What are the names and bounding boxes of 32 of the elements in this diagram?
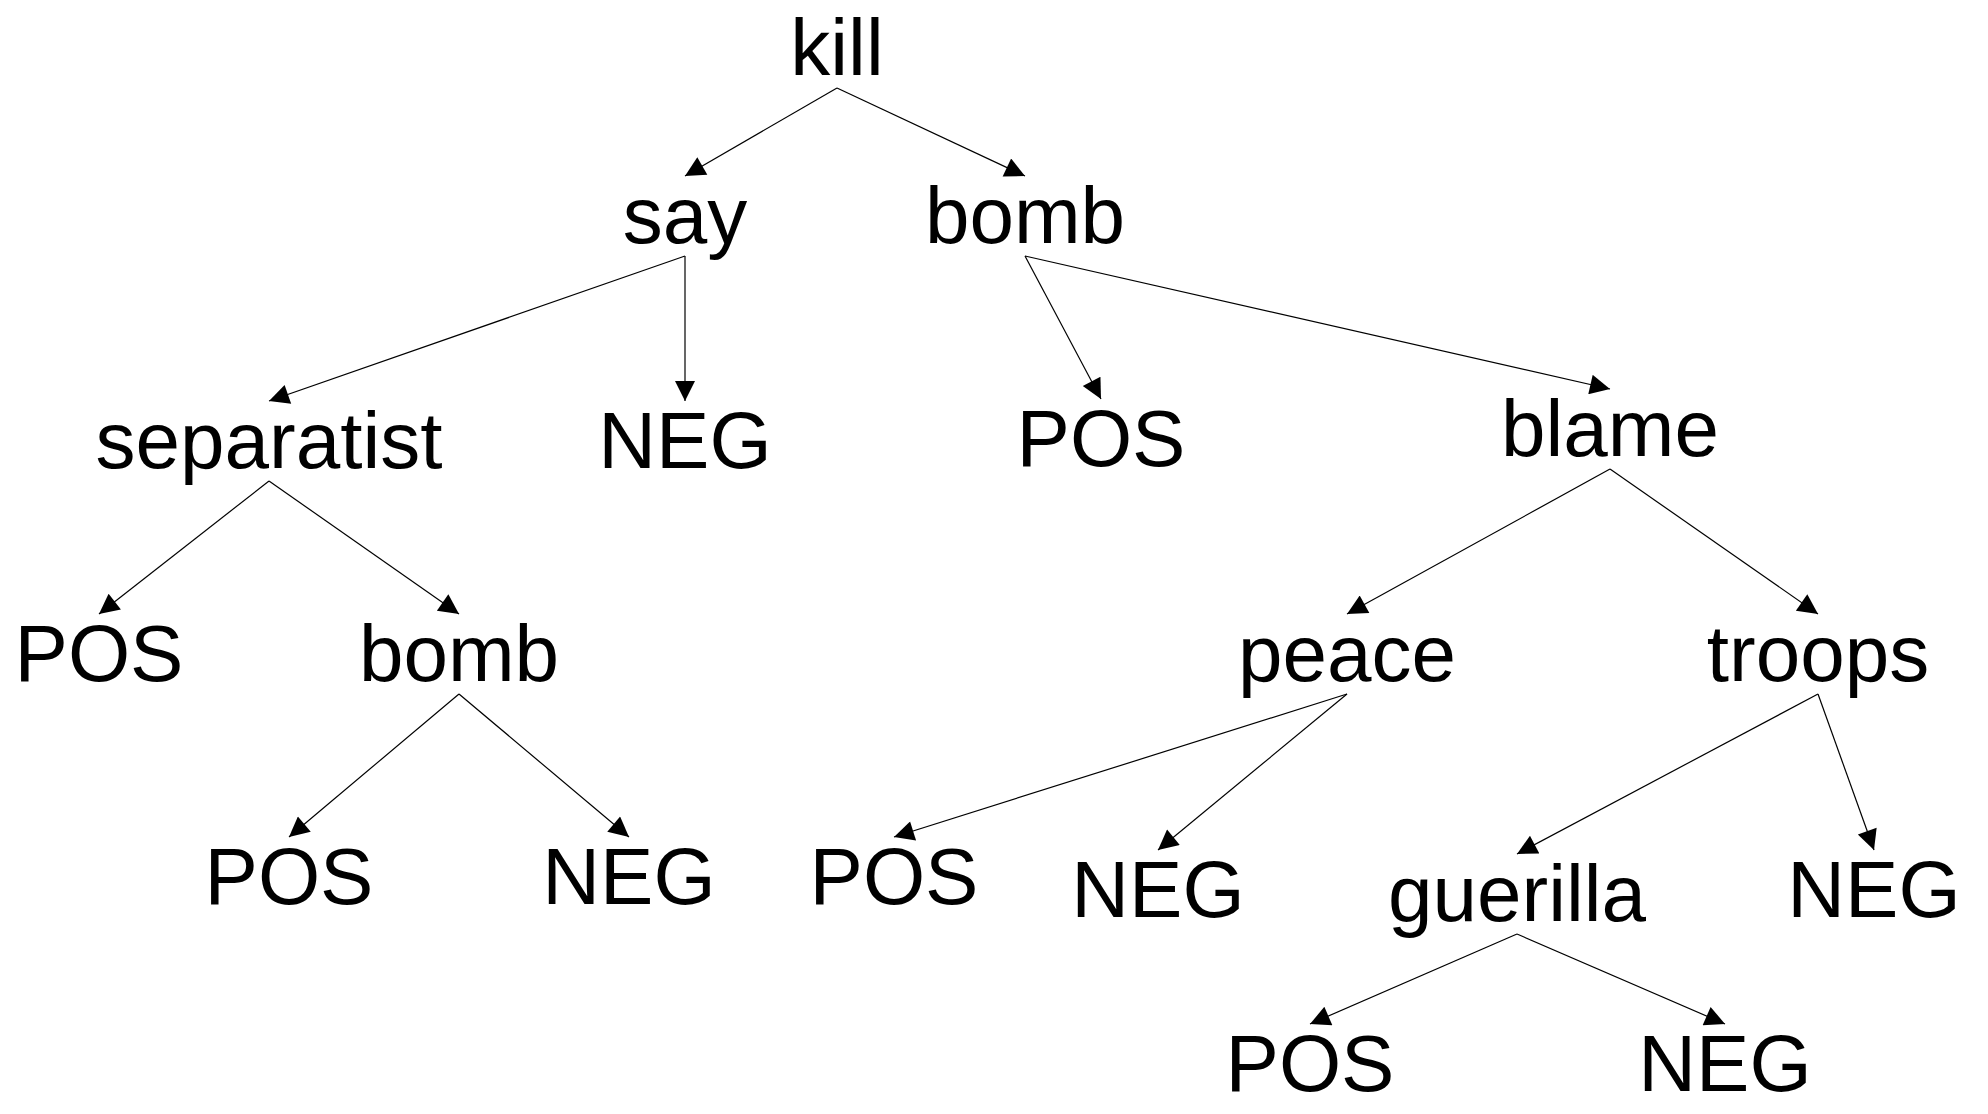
arrow [1817,693,1877,851]
arrow [1516,933,1726,1026]
tree-node-label: POS [1016,399,1186,479]
arrow [458,693,630,838]
tree-node-label: blame [1501,389,1719,469]
tree-node-label: POS [14,614,184,694]
tree-node-label: bomb [358,614,560,694]
arrow [1516,693,1819,855]
arrow [675,255,695,402]
arrow [98,480,270,615]
tree-node-label: NEG [1638,1024,1812,1104]
arrow [1609,468,1819,615]
tree-node-label: NEG [1071,850,1245,930]
arrow [684,87,838,177]
tree-node-label: NEG [598,401,772,481]
arrow [1157,693,1348,851]
arrow [1309,933,1518,1026]
tree-node-label: kill [790,8,884,88]
arrow [268,480,460,615]
tree-node-label: NEG [1787,850,1961,930]
arrow [893,693,1348,841]
arrow [288,693,460,838]
arrow [1024,255,1102,400]
arrow [1346,468,1611,615]
tree-node-label: POS [809,837,979,917]
arrow [1024,255,1611,395]
tree-node-label: POS [204,837,374,917]
tree-node-label: NEG [542,837,716,917]
arrow [268,255,686,404]
arrow [836,87,1026,177]
tree-node-label: bomb [924,176,1126,256]
tree-node-label: POS [1225,1024,1395,1104]
